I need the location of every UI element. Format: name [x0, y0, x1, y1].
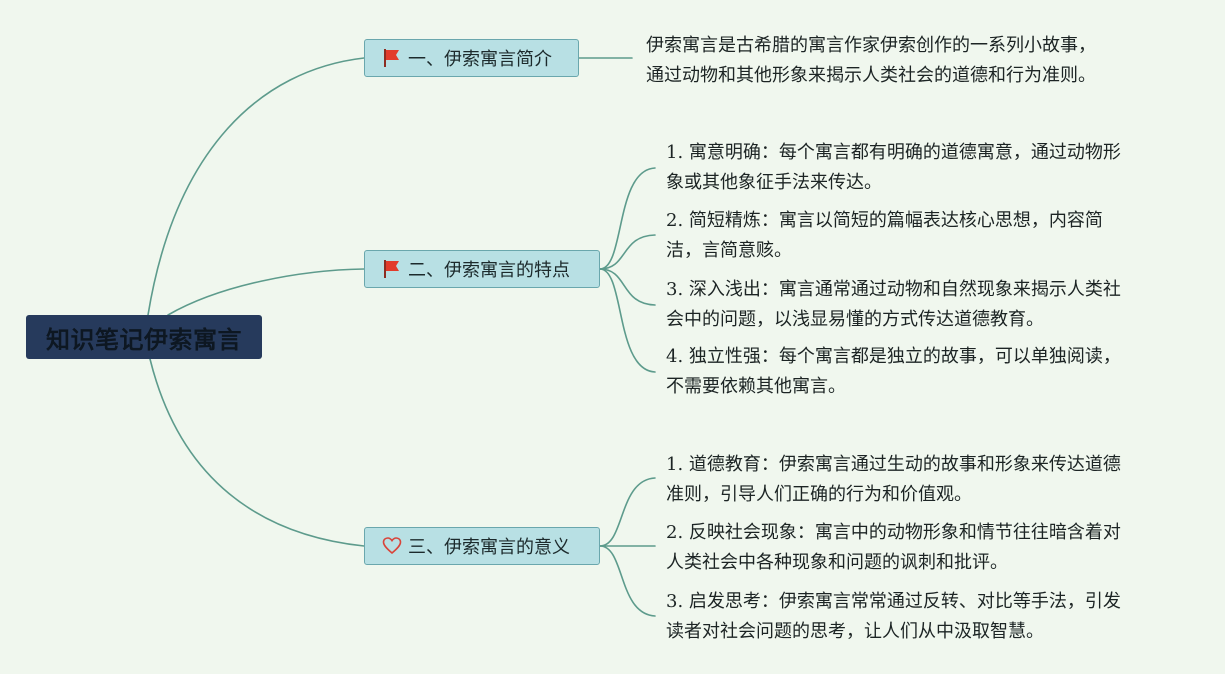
leaf-line: 4. 独立性强：每个寓言都是独立的故事，可以单独阅读，	[666, 342, 1121, 372]
connector-branch-3-leaf-1	[599, 477, 656, 547]
leaf-line: 通过动物和其他形象来揭示人类社会的道德和行为准则。	[646, 65, 1096, 86]
connector-branch-2-leaf-2	[599, 234, 656, 270]
leaf-line-text: 寓意明确：每个寓言都有明确的道德寓意，通过动物形	[688, 142, 1121, 163]
leaf-feature-3: 3. 深入浅出：寓言通常通过动物和自然现象来揭示人类社 会中的问题，以浅显易懂的…	[666, 275, 1121, 335]
heart-icon	[382, 537, 402, 555]
leaf-line: 2. 简短精炼：寓言以简短的篇幅表达核心思想，内容简	[666, 206, 1103, 236]
leaf-line: 2. 反映社会现象：寓言中的动物形象和情节往往暗含着对	[666, 518, 1121, 548]
leaf-significance-2: 2. 反映社会现象：寓言中的动物形象和情节往往暗含着对 人类社会中各种现象和问题…	[666, 518, 1121, 578]
leaf-line-text: 深入浅出：寓言通常通过动物和自然现象来揭示人类社	[688, 279, 1121, 300]
connector-root-branch-2	[167, 268, 365, 316]
leaf-feature-2: 2. 简短精炼：寓言以简短的篇幅表达核心思想，内容简 洁，言简意赅。	[666, 206, 1103, 266]
branch-topic-label: 一、伊索寓言简介	[408, 49, 552, 70]
leaf-line-text: 启发思考：伊索寓言常常通过反转、对比等手法，引发	[688, 591, 1121, 612]
branch-topic-significance[interactable]: 三、伊索寓言的意义	[364, 527, 600, 565]
leaf-line-text: 简短精炼：寓言以简短的篇幅表达核心思想，内容简	[688, 210, 1103, 231]
leaf-number: 1.	[666, 142, 684, 163]
leaf-intro-text: 伊索寓言是古希腊的寓言作家伊索创作的一系列小故事， 通过动物和其他形象来揭示人类…	[646, 31, 1096, 91]
connector-root-branch-1	[147, 57, 365, 316]
leaf-line: 不需要依赖其他寓言。	[666, 376, 846, 397]
connector-branch-3-leaf-3	[599, 545, 656, 617]
branch-topic-intro[interactable]: 一、伊索寓言简介	[364, 39, 579, 77]
leaf-line-text: 反映社会现象：寓言中的动物形象和情节往往暗含着对	[688, 522, 1121, 543]
branch-topic-label: 三、伊索寓言的意义	[408, 537, 570, 558]
branch-topic-label: 二、伊索寓言的特点	[408, 260, 570, 281]
leaf-significance-3: 3. 启发思考：伊索寓言常常通过反转、对比等手法，引发 读者对社会问题的思考，让…	[666, 587, 1121, 647]
leaf-line: 读者对社会问题的思考，让人们从中汲取智慧。	[666, 621, 1044, 642]
leaf-line: 准则，引导人们正确的行为和价值观。	[666, 484, 972, 505]
root-topic-title: 知识笔记伊索寓言	[46, 325, 242, 354]
flag-icon	[384, 260, 399, 278]
flag-icon	[384, 49, 399, 67]
leaf-number: 3.	[666, 279, 684, 300]
connector-branch-2-leaf-4	[599, 268, 656, 373]
connector-branch-2-leaf-3	[599, 268, 656, 306]
leaf-feature-4: 4. 独立性强：每个寓言都是独立的故事，可以单独阅读， 不需要依赖其他寓言。	[666, 342, 1121, 402]
leaf-line-text: 道德教育：伊索寓言通过生动的故事和形象来传达道德	[688, 454, 1121, 475]
leaf-number: 2.	[666, 210, 684, 231]
leaf-number: 3.	[666, 591, 684, 612]
branch-topic-features[interactable]: 二、伊索寓言的特点	[364, 250, 600, 288]
leaf-line: 洁，言简意赅。	[666, 240, 792, 261]
leaf-line: 伊索寓言是古希腊的寓言作家伊索创作的一系列小故事，	[646, 35, 1096, 56]
leaf-feature-1: 1. 寓意明确：每个寓言都有明确的道德寓意，通过动物形 象或其他象征手法来传达。	[666, 138, 1121, 198]
connector-branch-2-leaf-1	[599, 167, 656, 270]
leaf-number: 4.	[666, 346, 684, 367]
leaf-line: 会中的问题，以浅显易懂的方式传达道德教育。	[666, 309, 1044, 330]
root-topic[interactable]: 知识笔记伊索寓言	[26, 315, 262, 359]
leaf-line: 3. 深入浅出：寓言通常通过动物和自然现象来揭示人类社	[666, 275, 1121, 305]
leaf-line: 1. 道德教育：伊索寓言通过生动的故事和形象来传达道德	[666, 450, 1121, 480]
connector-root-branch-3	[149, 358, 365, 547]
leaf-line-text: 独立性强：每个寓言都是独立的故事，可以单独阅读，	[688, 346, 1121, 367]
leaf-number: 2.	[666, 522, 684, 543]
leaf-line: 象或其他象征手法来传达。	[666, 172, 882, 193]
leaf-line: 3. 启发思考：伊索寓言常常通过反转、对比等手法，引发	[666, 587, 1121, 617]
leaf-line: 1. 寓意明确：每个寓言都有明确的道德寓意，通过动物形	[666, 138, 1121, 168]
leaf-significance-1: 1. 道德教育：伊索寓言通过生动的故事和形象来传达道德 准则，引导人们正确的行为…	[666, 450, 1121, 510]
leaf-number: 1.	[666, 454, 684, 475]
leaf-line: 人类社会中各种现象和问题的讽刺和批评。	[666, 552, 1008, 573]
